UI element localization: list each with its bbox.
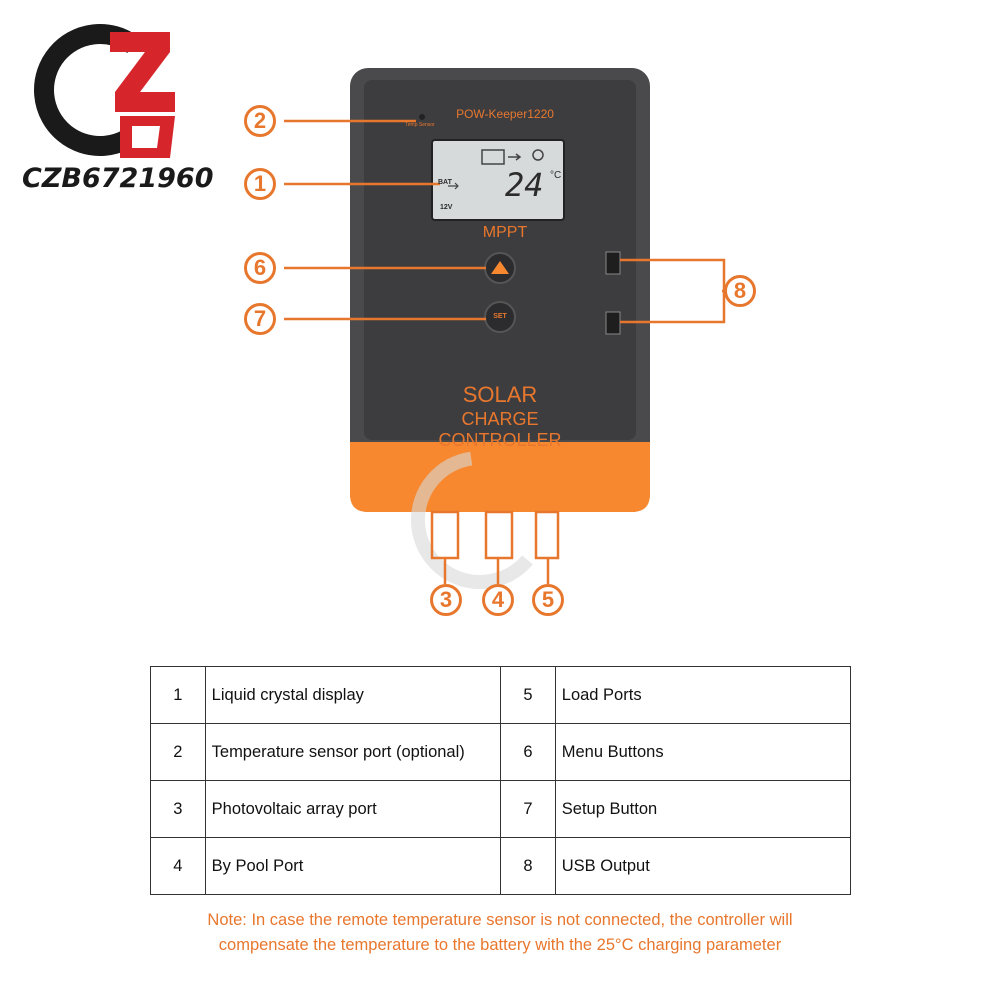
temp-sensor-label: Temp Sensor [405,122,435,128]
temp-sensor-port [419,114,425,120]
triangle-up-icon [491,261,509,274]
callout-4: 4 [482,584,514,616]
callout-8: 8 [724,275,756,307]
table-row: 3 Photovoltaic array port 7 Setup Button [150,780,852,838]
table-cell-num: 7 [500,780,556,838]
callout-6: 6 [244,252,276,284]
table-cell-desc: Temperature sensor port (optional) [204,723,502,781]
note-line-1: Note: In case the remote temperature sen… [207,911,793,929]
table-cell-num: 1 [150,666,206,724]
table-row: 1 Liquid crystal display 5 Load Ports [150,666,852,724]
controller-diagram [284,68,726,589]
mppt-label: MPPT [482,224,528,241]
table-row: 2 Temperature sensor port (optional) 6 M… [150,723,852,781]
device-title-line2: CHARGE CONTROLLER [438,409,562,450]
device-title-line1: SOLAR [462,382,538,407]
brand-logo [34,24,175,158]
lcd-voltage: 12V [440,204,453,211]
legend-table: 1 Liquid crystal display 5 Load Ports 2 … [150,666,852,895]
table-cell-desc: By Pool Port [204,837,502,895]
callout-5: 5 [532,584,564,616]
callout-3: 3 [430,584,462,616]
lcd-unit: °C [550,170,562,181]
table-cell-desc: Load Ports [554,666,852,724]
setup-button [484,301,516,333]
usb-port-1 [605,251,621,275]
table-cell-desc: Menu Buttons [554,723,852,781]
table-cell-desc: USB Output [554,837,852,895]
table-cell-num: 8 [500,837,556,895]
set-button-label: SET [493,313,507,320]
table-row: 4 By Pool Port 8 USB Output [150,837,852,895]
lcd-screen [431,139,565,221]
model-label: POW-Keeper1220 [456,107,554,121]
callout-1: 1 [244,168,276,200]
usb-port-2 [605,311,621,335]
lcd-temperature: 24 [505,166,544,204]
brand-logo-text: CZB6721960 [22,163,214,194]
table-cell-desc: Liquid crystal display [204,666,502,724]
note-line-2: compensate the temperature to the batter… [218,936,782,954]
table-cell-num: 3 [150,780,206,838]
table-cell-desc: Setup Button [554,780,852,838]
note-text: Note: In case the remote temperature sen… [100,908,900,958]
callout-2: 2 [244,105,276,137]
table-cell-num: 6 [500,723,556,781]
table-cell-num: 5 [500,666,556,724]
callout-7: 7 [244,303,276,335]
table-cell-desc: Photovoltaic array port [204,780,502,838]
table-cell-num: 2 [150,723,206,781]
lcd-bat-label: BAT [438,179,452,186]
table-cell-num: 4 [150,837,206,895]
